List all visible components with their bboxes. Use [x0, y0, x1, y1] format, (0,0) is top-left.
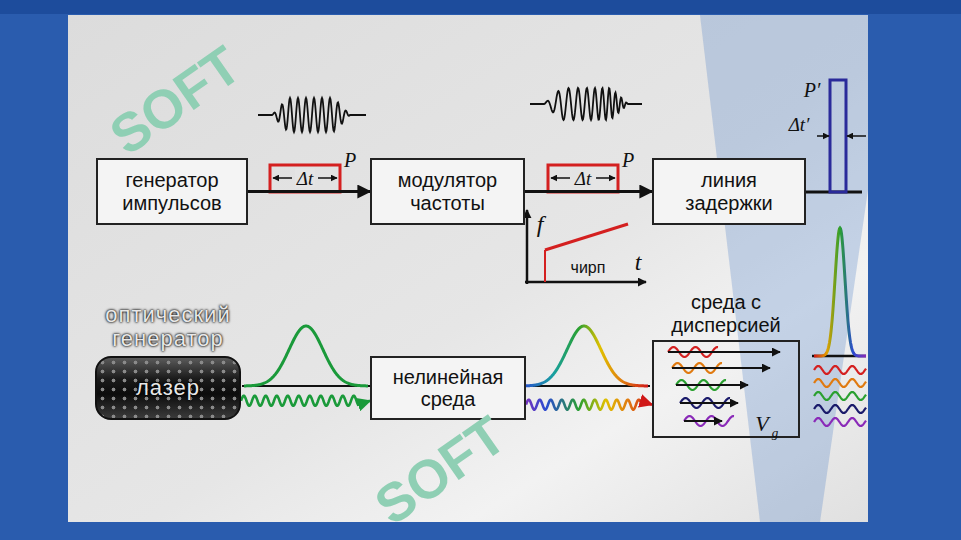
power-symbol: P [622, 150, 634, 170]
velocity-arrow [684, 420, 722, 422]
spectral-wave [814, 418, 866, 426]
spectral-wave [814, 405, 866, 413]
dimension-arrow [551, 177, 570, 179]
pulse-duration: Δt [573, 169, 593, 188]
pulse-duration: Δt′ [789, 115, 810, 134]
watermark: SOFT [101, 37, 250, 164]
frequency-modulator-box: модулятор частоты [370, 158, 525, 225]
dimension-arrow [596, 177, 615, 179]
chirp-wave [530, 88, 642, 120]
velocity-arrow [672, 367, 770, 369]
light-wave-arrow [526, 400, 652, 410]
pulse-envelope [270, 165, 340, 192]
group-velocity-symbol: V [755, 413, 768, 435]
gaussian-pulse [244, 326, 368, 386]
signal-arrow [248, 190, 370, 193]
dimension-arrow [318, 177, 337, 179]
node-heading: среда с дисперсией [635, 289, 817, 338]
axis [526, 210, 529, 284]
node-label: генератор импульсов [98, 167, 246, 216]
dimension-arrow [847, 135, 866, 137]
dimension-arrow [817, 135, 829, 137]
gaussian-pulse [522, 326, 648, 386]
velocity-arrow [676, 384, 748, 386]
axis-label: t [635, 250, 642, 274]
pulse-envelope [548, 165, 618, 192]
pulse-duration: Δt [295, 169, 315, 188]
chirp-line [545, 224, 628, 250]
delay-line-box: линия задержки [652, 158, 806, 225]
spectral-wave [814, 366, 866, 374]
spectral-wave [814, 379, 866, 387]
node-label: лазер [130, 374, 206, 403]
compressed-pulse [830, 80, 846, 192]
light-wave-arrow [241, 396, 370, 406]
power-symbol: P′ [804, 80, 821, 100]
group-velocity-wave [684, 416, 734, 426]
spectral-wave [814, 392, 866, 400]
node-label: модулятор частоты [372, 167, 523, 216]
pulse-generator-box: генератор импульсов [96, 158, 248, 225]
panel-shade [700, 15, 868, 522]
nonlinear-medium-box: нелинейная среда [370, 356, 526, 420]
node-label: линия задержки [654, 167, 804, 216]
frame-top [0, 0, 961, 14]
chirp-label: чирп [571, 260, 606, 276]
pulse-wave [258, 98, 366, 132]
dimension-arrow [273, 177, 292, 179]
dispersive-medium-box: среда с дисперсией [652, 340, 800, 438]
axis-label: f [537, 212, 544, 236]
watermark: SOFT [366, 407, 515, 534]
power-symbol: P [344, 150, 356, 170]
axis [525, 281, 646, 284]
group-velocity-subscript: g [772, 426, 779, 439]
velocity-arrow [680, 402, 738, 404]
chirp-line [544, 250, 546, 282]
node-label: нелинейная среда [372, 364, 524, 413]
signal-arrow [525, 190, 652, 193]
compressed-gaussian [814, 228, 866, 356]
laser-cylinder: оптический генераторлазер [95, 356, 241, 420]
velocity-arrow [668, 351, 780, 353]
node-heading: оптический генератор [77, 301, 259, 354]
